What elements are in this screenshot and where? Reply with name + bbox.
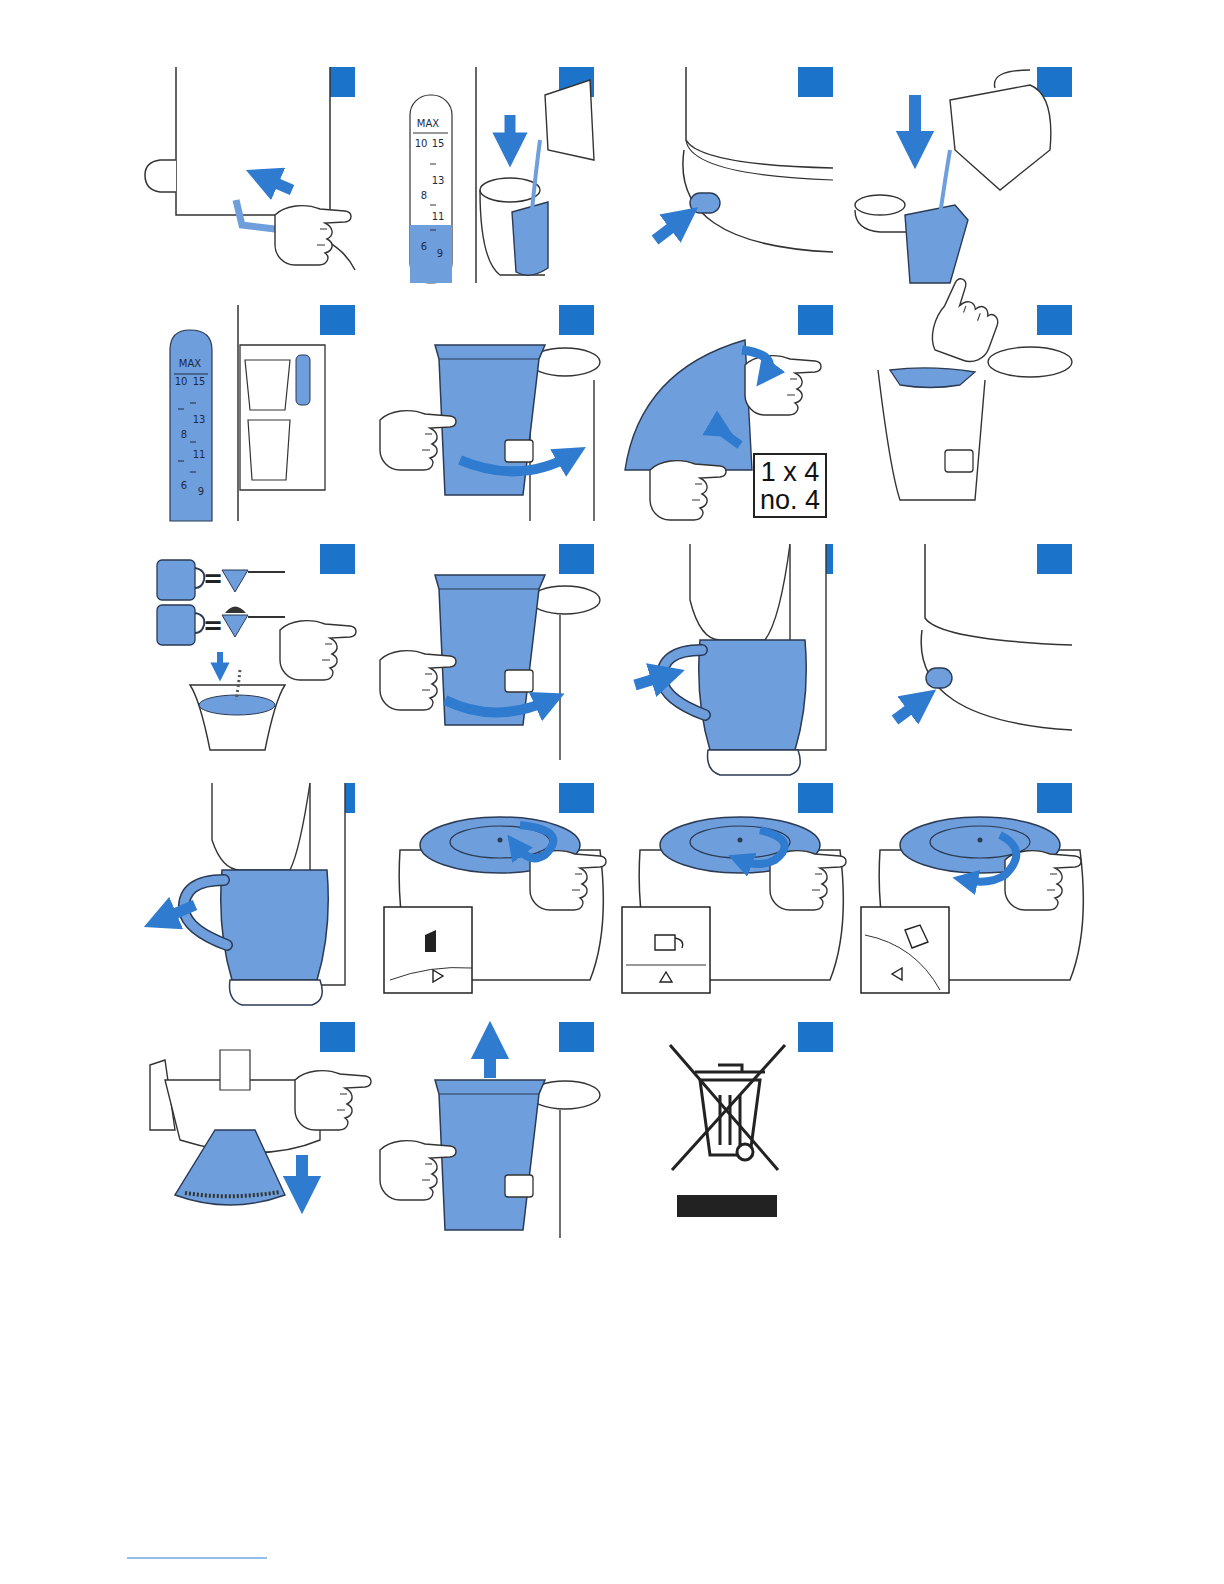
scale-mark: 13 [193,415,206,425]
panel-lid-open [861,817,1083,993]
scale-label: MAX [179,359,201,369]
panel-insert-filter [878,275,1072,500]
weee-symbol [670,1045,785,1217]
filter-size-text: 1 x 4 no. 4 [755,458,825,515]
scale-label: MAX [417,119,439,129]
scale-label: = [203,567,223,591]
panel-fill-water [410,67,594,283]
panel-lift-holder [380,1040,600,1238]
footer-rule [127,1557,267,1558]
scale-mark: 15 [193,377,206,387]
scale-label: = [203,614,223,638]
scale-mark: 9 [198,487,204,497]
panel-open-holder [380,345,600,521]
panel-switch-on [655,67,833,252]
panel-remove-jug [160,783,345,1005]
panel-close-holder [380,575,600,760]
filter-size-box: 1 x 4 no. 4 [753,453,827,518]
scale-mark: 11 [432,212,445,222]
panel-place-jug [635,544,826,775]
panel-switch-button [895,544,1072,730]
panel-cord [145,67,355,270]
scale-mark: 6 [181,481,187,491]
panel-discard-filter [150,1050,371,1205]
scale-mark: 10 [175,377,188,387]
scale-mark: 11 [193,450,206,460]
scale-mark: 9 [437,249,443,259]
scale-mark: 6 [421,242,427,252]
scale-mark: 15 [432,139,445,149]
panel-lid-close [384,817,606,993]
scale-mark: 10 [415,139,428,149]
scale-mark: 8 [421,191,427,201]
panel-add-coffee [157,560,356,750]
panel-lid-pour [622,817,846,993]
scale-mark: 8 [181,430,187,440]
panel-scale [170,305,325,521]
scale-mark: 13 [432,176,445,186]
panel-pour-water [855,70,1051,283]
